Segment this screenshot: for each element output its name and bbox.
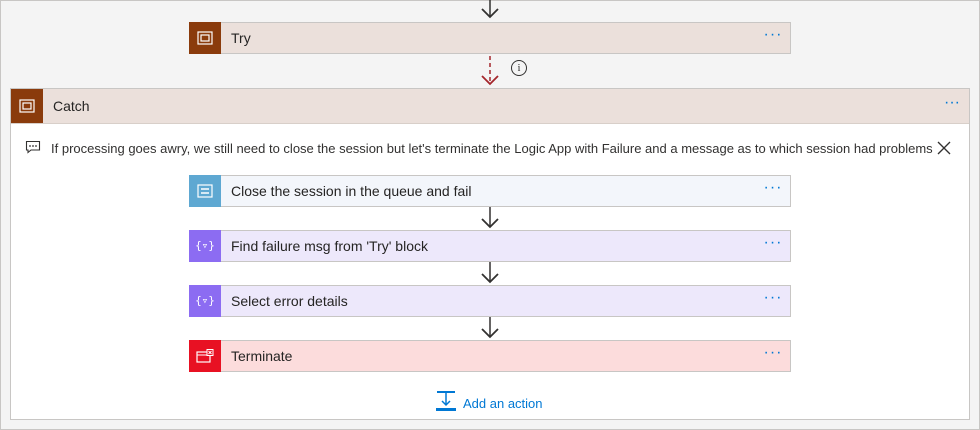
comment-icon	[25, 140, 41, 157]
close-icon[interactable]	[933, 137, 955, 159]
scope-icon	[11, 89, 43, 123]
try-scope-card[interactable]: Try ···	[189, 21, 791, 54]
connector-arrow	[481, 262, 499, 284]
more-options-button[interactable]: ···	[763, 26, 783, 43]
try-scope-label: Try	[231, 30, 251, 46]
action-card-find-failure-msg[interactable]: {▿} Find failure msg from 'Try' block ··…	[189, 229, 791, 262]
more-options-button[interactable]: ···	[763, 344, 783, 361]
more-options-button[interactable]: ···	[763, 179, 783, 196]
connector-arrow	[481, 207, 499, 229]
action-label: Select error details	[231, 293, 348, 309]
add-action-button[interactable]: Add an action	[435, 390, 543, 417]
run-after-failed-arrow	[481, 56, 499, 86]
catch-scope-header[interactable]: Catch ···	[11, 89, 969, 124]
variable-icon: {▿}	[189, 229, 221, 262]
info-icon-glyph: i	[517, 62, 521, 74]
add-action-icon	[435, 390, 457, 417]
terminate-icon	[189, 339, 221, 372]
catch-scope-label: Catch	[53, 98, 90, 114]
action-card-close-session[interactable]: Close the session in the queue and fail …	[189, 174, 791, 207]
connector-arrow	[481, 317, 499, 339]
service-bus-icon	[189, 174, 221, 207]
action-card-select-error-details[interactable]: {▿} Select error details ···	[189, 284, 791, 317]
scope-icon	[189, 21, 221, 54]
action-label: Find failure msg from 'Try' block	[231, 238, 428, 254]
more-options-button[interactable]: ···	[763, 289, 783, 306]
connector-arrow-top	[481, 0, 499, 19]
add-action-label: Add an action	[463, 396, 543, 411]
more-options-button[interactable]: ···	[763, 234, 783, 251]
more-options-button[interactable]: ···	[944, 94, 960, 111]
info-icon[interactable]: i	[511, 60, 527, 76]
action-card-terminate[interactable]: Terminate ···	[189, 339, 791, 372]
action-label: Terminate	[231, 348, 293, 364]
action-label: Close the session in the queue and fail	[231, 183, 472, 199]
variable-icon: {▿}	[189, 284, 221, 317]
scope-comment: If processing goes awry, we still need t…	[25, 137, 955, 159]
comment-text: If processing goes awry, we still need t…	[51, 140, 933, 156]
